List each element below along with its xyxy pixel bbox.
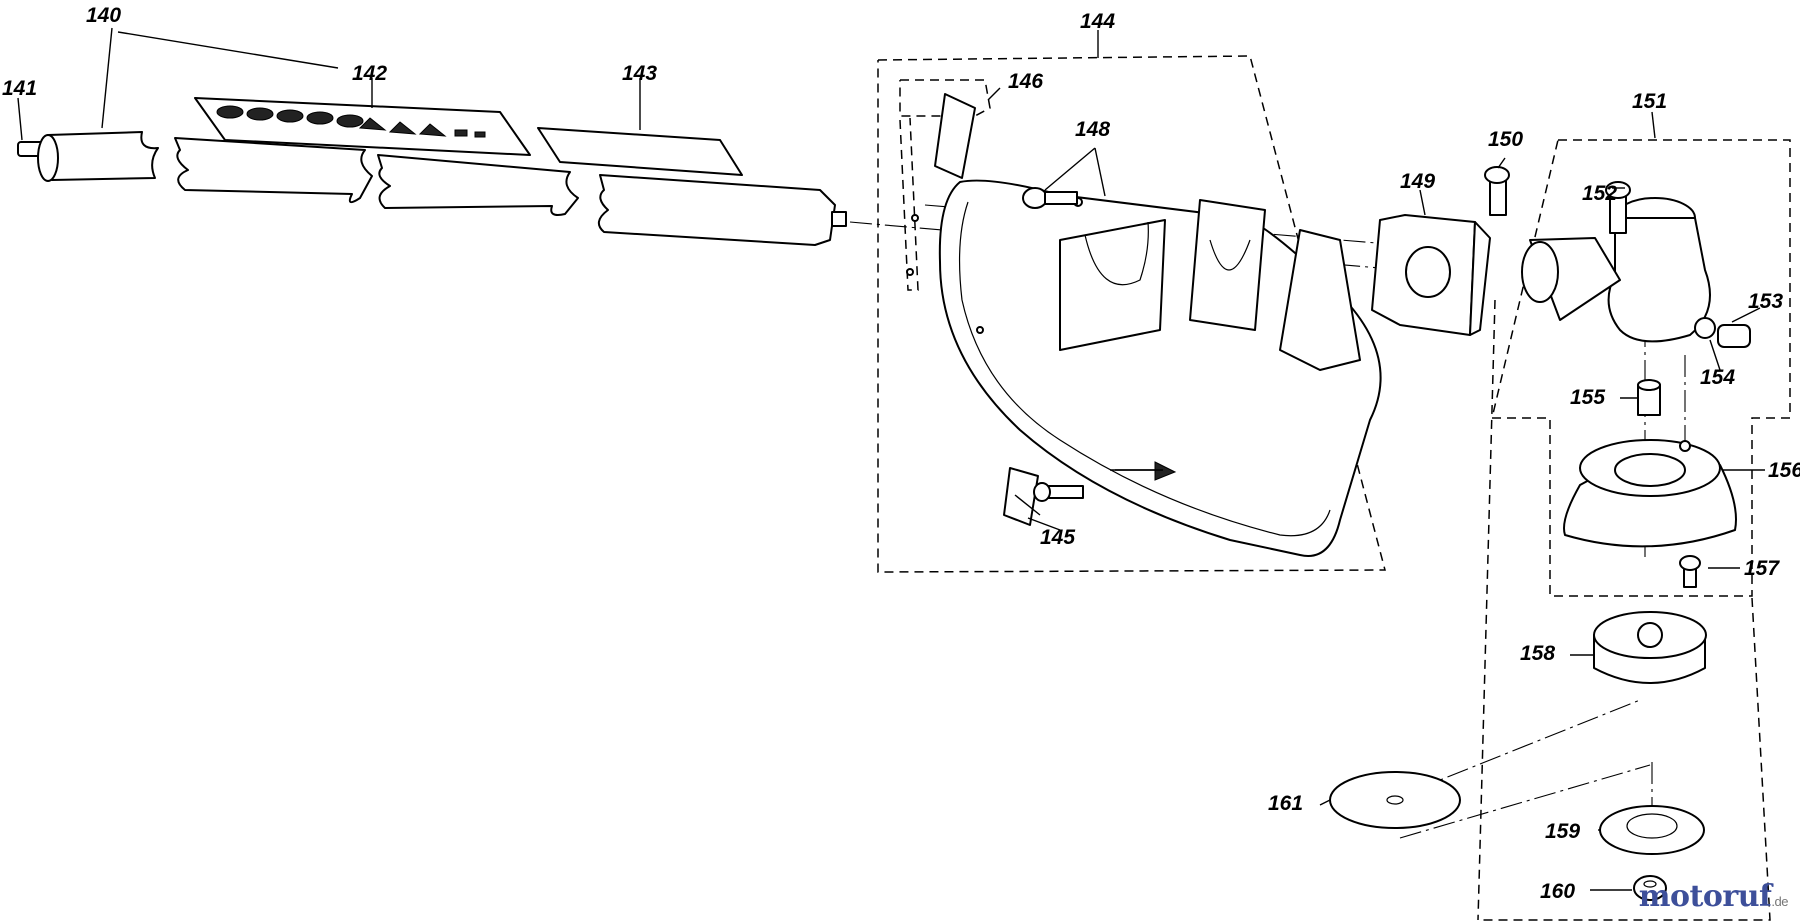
- callout-157: 157: [1744, 557, 1780, 580]
- grass-guard: [938, 179, 1382, 557]
- callout-156: 156: [1768, 459, 1800, 482]
- callout-161: 161: [1268, 792, 1303, 815]
- callout-140: 140: [86, 4, 121, 27]
- leader-lines: [17, 27, 1765, 891]
- drive-shaft-tubes: [17, 131, 847, 246]
- callout-152: 152: [1582, 182, 1617, 205]
- callout-155: 155: [1570, 386, 1605, 409]
- watermark-tld: .de: [1771, 894, 1788, 909]
- callout-153: 153: [1748, 290, 1783, 313]
- group-frames: [877, 55, 1791, 921]
- callout-142: 142: [352, 62, 387, 85]
- callout-160: 160: [1540, 880, 1575, 903]
- callout-154: 154: [1700, 366, 1735, 389]
- callout-141: 141: [2, 77, 37, 100]
- mounting-plate: [1371, 166, 1510, 336]
- callout-145: 145: [1040, 526, 1075, 549]
- lower-parts: [1329, 611, 1707, 901]
- guard-screws: [906, 93, 1084, 526]
- site-watermark: motoruf.de: [1638, 879, 1789, 914]
- watermark-logo: motoruf: [1638, 879, 1772, 914]
- callout-150: 150: [1488, 128, 1523, 151]
- callout-146: 146: [1008, 70, 1043, 93]
- callout-144: 144: [1080, 10, 1115, 33]
- callout-labels: 140 141 142 143 144 145 146 148 149 150 …: [2, 4, 1800, 903]
- gearhead-assembly: [1521, 181, 1751, 588]
- decal-panels: [194, 97, 743, 176]
- callout-158: 158: [1520, 642, 1555, 665]
- callout-159: 159: [1545, 820, 1580, 843]
- callout-151: 151: [1632, 90, 1667, 113]
- callout-143: 143: [622, 62, 657, 85]
- callout-148: 148: [1075, 118, 1110, 141]
- callout-149: 149: [1400, 170, 1435, 193]
